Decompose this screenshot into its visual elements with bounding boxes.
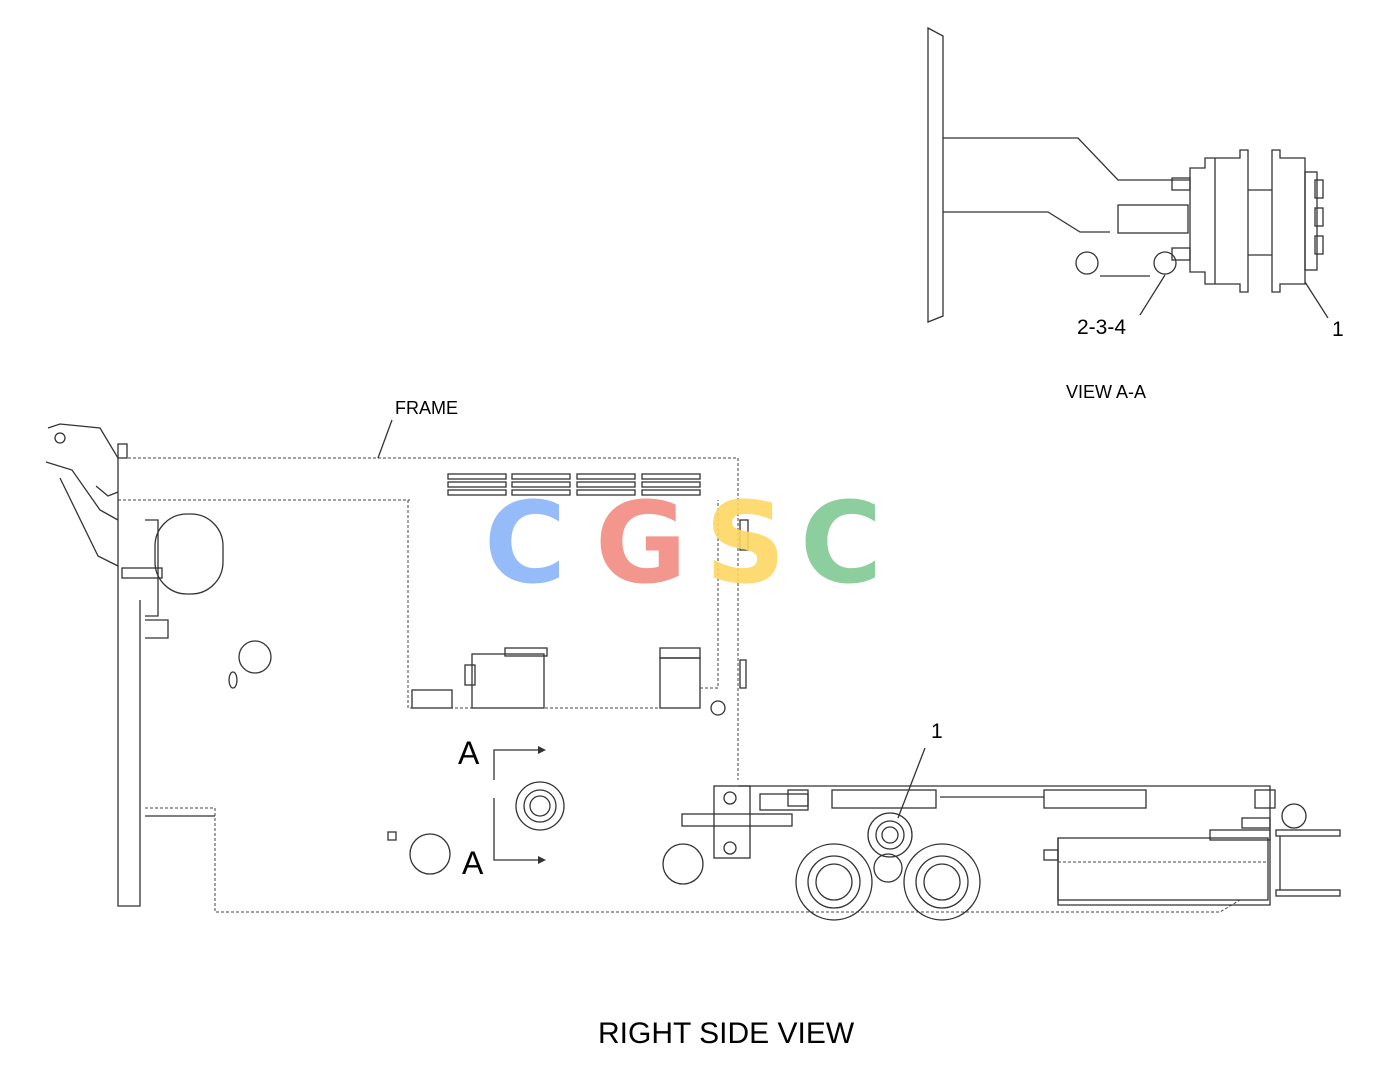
section-marker-a-bottom: A [462,845,484,881]
watermark-letter-s: S [705,479,786,609]
cgsc-watermark: C G S C [484,479,882,609]
view-aa-callout-2-3-4: 2-3-4 [1077,316,1126,339]
watermark-letter-c2: C [800,479,882,609]
section-marker-a-top: A [458,735,480,771]
right-side-view-drawing [45,419,1341,921]
right-side-view-caption: RIGHT SIDE VIEW [598,1017,855,1050]
view-aa-caption: VIEW A-A [1066,382,1146,402]
view-aa-drawing [927,26,1329,323]
frame-label: FRAME [395,398,458,418]
watermark-letter-c1: C [484,479,566,609]
right-side-callout-1: 1 [931,720,943,743]
watermark-letter-g: G [595,479,687,609]
view-aa-callout-1: 1 [1332,318,1344,341]
